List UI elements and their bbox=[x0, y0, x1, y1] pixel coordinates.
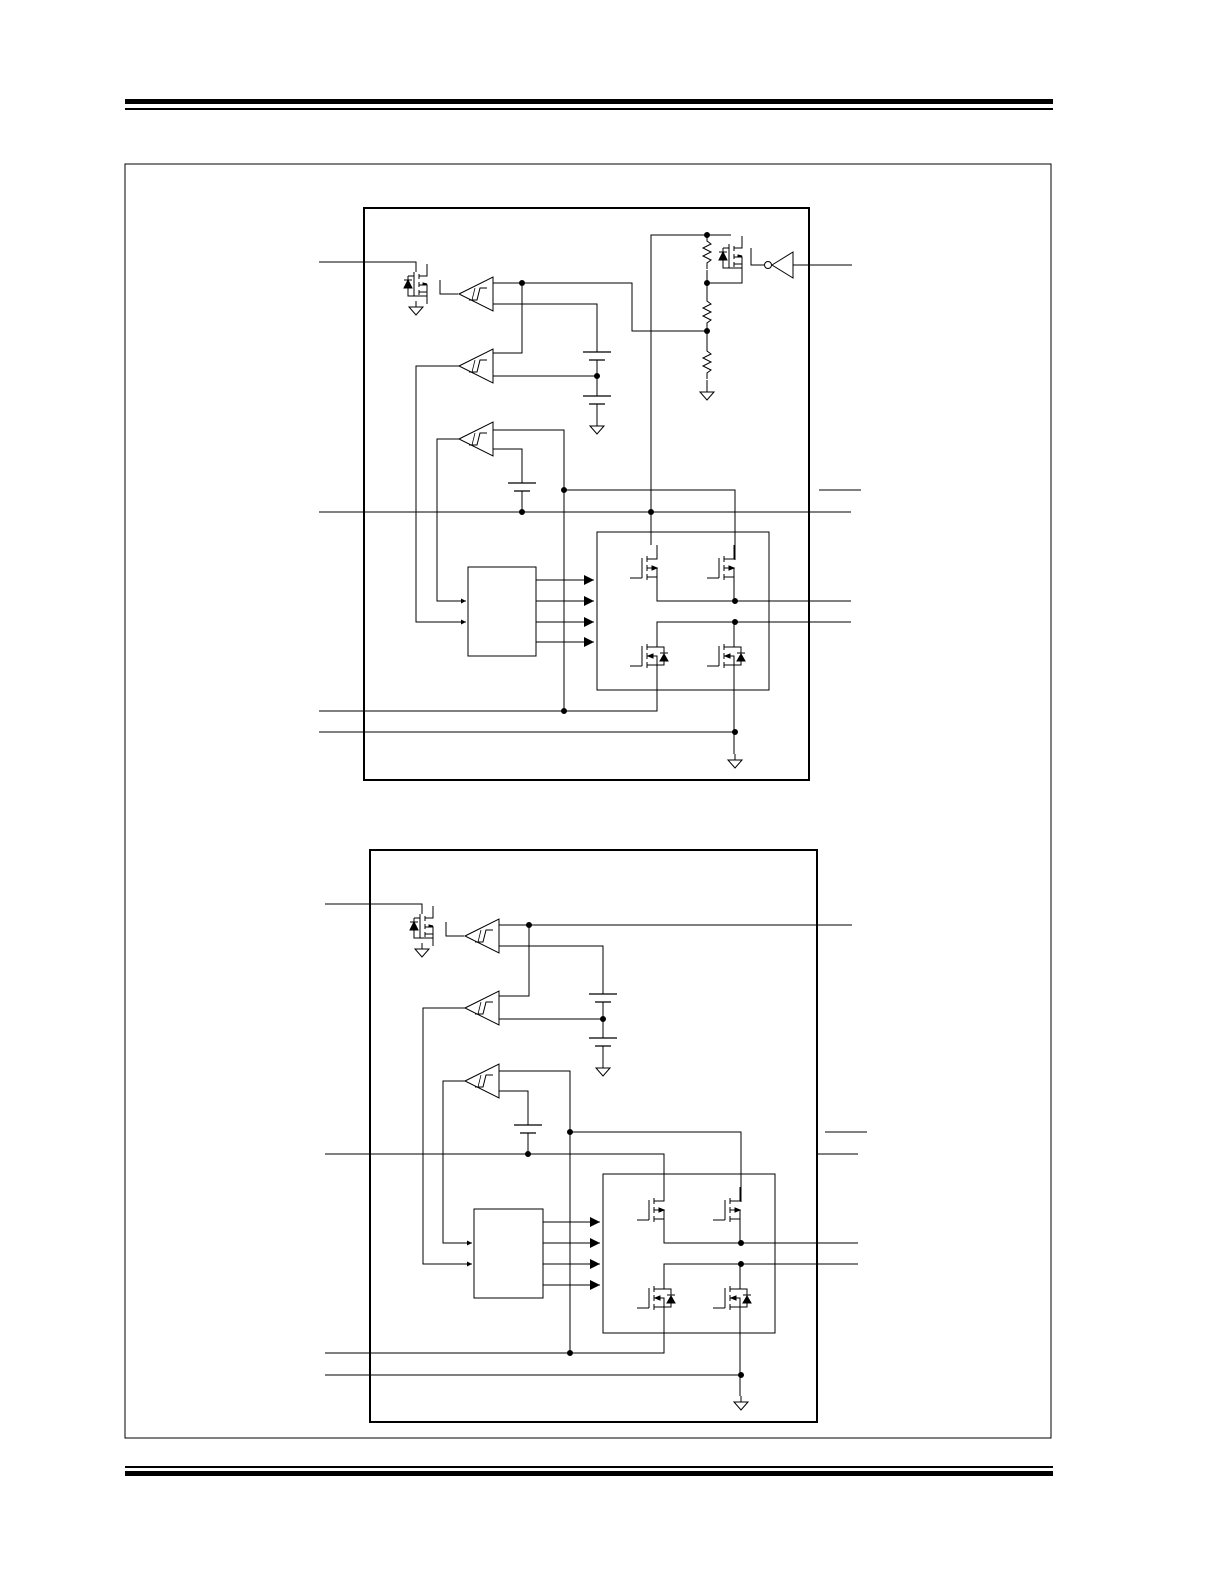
lower-switch-matrix bbox=[603, 1174, 775, 1333]
upper-logic-block bbox=[468, 567, 536, 656]
upper-comparator-1 bbox=[458, 276, 494, 312]
upper-chip-outline bbox=[364, 208, 809, 780]
upper-comparator-2 bbox=[458, 348, 494, 384]
upper-enable-inverter bbox=[772, 252, 793, 278]
upper-enable-mosfet bbox=[718, 235, 743, 277]
lower-logic-block bbox=[474, 1209, 543, 1298]
footer-rule-thin bbox=[125, 1466, 1053, 1468]
footer-rule-thick bbox=[125, 1471, 1053, 1476]
header-rule-thick bbox=[125, 99, 1053, 104]
lower-block-diagram bbox=[325, 850, 867, 1422]
upper-block-diagram bbox=[319, 208, 861, 780]
upper-switch-matrix bbox=[597, 532, 769, 690]
header-rule-thin bbox=[125, 108, 1053, 110]
lower-comparator-3 bbox=[464, 1063, 500, 1099]
upper-comparator-3 bbox=[458, 421, 494, 457]
lower-chip-outline bbox=[370, 850, 817, 1422]
lower-comparator-2 bbox=[464, 990, 500, 1026]
lower-comparator-1 bbox=[464, 918, 500, 954]
figure-frame bbox=[125, 164, 1051, 1438]
